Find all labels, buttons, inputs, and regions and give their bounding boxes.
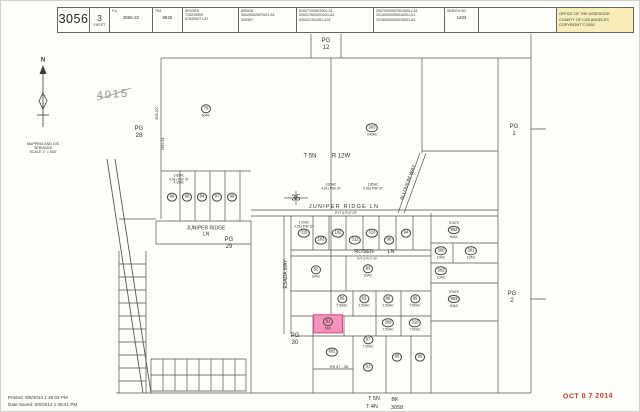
text-line: 690918 — [241, 9, 253, 13]
pa-label: P.A. — [112, 9, 118, 13]
text-line: 930421301451-A01 — [299, 17, 331, 22]
handwriting-strikethrough — [96, 87, 132, 101]
search-no-value: 1403 — [456, 15, 467, 20]
pa-cell: P.A. 3056-32 — [109, 7, 153, 33]
tra-cell: TRA 8825 — [152, 7, 183, 33]
title-block: 3056 3 SHEET P.A. 3056-32 TRA 8825 REVIS… — [57, 7, 634, 33]
search-no-cell: SEARCH NO 1403 — [444, 7, 479, 33]
north-arrow-icon — [37, 65, 49, 127]
text-line: 9002000200T001-A1 — [241, 13, 275, 18]
parcel-lines — [116, 34, 546, 394]
text-line: 910271930E2001-01 — [299, 9, 333, 13]
text-line: 715229909 — [185, 13, 203, 17]
book-number: 3056 — [57, 7, 90, 33]
text-line: COPYRIGHT © 2002 — [559, 23, 595, 28]
sheet-number-cell: 3 SHEET — [89, 7, 110, 33]
book-number-text: 3056 — [58, 12, 89, 27]
search-no-label: SEARCH NO — [447, 9, 466, 13]
text-line: 2007090300T0016001-A1 — [376, 9, 418, 13]
text-line: 20140930090016001-01 — [376, 13, 416, 18]
text-line: 6784300T1-87 — [185, 17, 209, 22]
revised-label: REVISED — [185, 9, 199, 13]
saved-timestamp: Date Saved: 9/6/2014 1:48:41 PM — [8, 401, 78, 407]
printed-timestamp: Printed: 9/6/2014 1:49:03 PM — [8, 395, 68, 401]
pa-value: 3056-32 — [122, 15, 140, 20]
tra-value: 8825 — [162, 15, 173, 20]
text-line: OFFICE OF THE ASSESSOR — [559, 11, 610, 16]
text-line: 20160930090015001-A1 — [376, 17, 416, 22]
text-line: COUNTY OF LOS ANGELES — [559, 17, 609, 22]
sheet-number-text: 3 — [97, 12, 102, 23]
highway-lines — [106, 158, 152, 394]
text-line: 900307 — [241, 17, 253, 22]
tra-label: TRA — [155, 9, 162, 13]
sheet-label-text: SHEET — [93, 23, 106, 28]
text-line: 020317603001001-A1 — [299, 13, 335, 18]
print-info: Printed: 9/6/2014 1:49:03 PM Date Saved:… — [8, 395, 77, 408]
title-block-spacer — [478, 7, 557, 33]
